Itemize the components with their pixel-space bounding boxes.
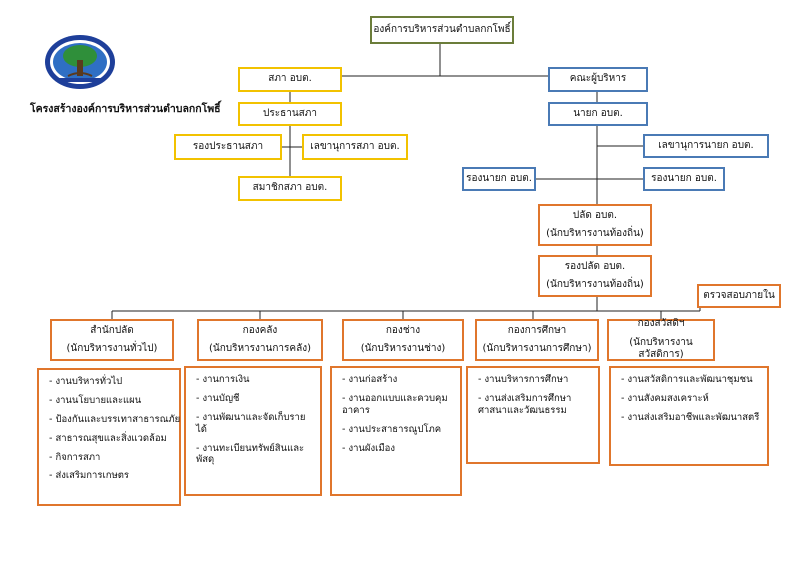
mayor-box: นายก อบต. <box>548 102 648 126</box>
department-subtitle: (นักบริหารงานการคลัง) <box>208 343 312 354</box>
list-item: - งานบริหารทั่วไป <box>49 376 123 387</box>
deputy-mayor-right-box: รองนายก อบต. <box>643 167 725 191</box>
mayor-secretary-box: เลขานุการนายก อบต. <box>643 134 769 158</box>
task-list-office: - งานบริหารทั่วไป - งานนโยบายและแผน - ป้… <box>37 368 181 506</box>
council-chair-box: ประธานสภา <box>238 102 342 126</box>
department-box-welfare: กองสวัสดิฯ (นักบริหารงานสวัสดิการ) <box>607 318 715 361</box>
list-item: - งานพัฒนาและจัดเก็บรายได้ <box>196 411 306 435</box>
department-name: กองช่าง <box>385 324 421 336</box>
list-item: - งานออกแบบและควบคุมอาคาร <box>342 392 448 416</box>
deputy-clerk-subtitle: (นักบริหารงานท้องถิ่น) <box>546 279 644 290</box>
task-list-education: - งานบริหารการศึกษา - งานส่งเสริมการศึกษ… <box>466 366 600 464</box>
executive-box: คณะผู้บริหาร <box>548 67 648 92</box>
council-secretary-label: เลขานุการสภา อบต. <box>310 140 400 152</box>
council-secretary-box: เลขานุการสภา อบต. <box>302 134 408 160</box>
department-subtitle: (นักบริหารงานสวัสดิการ) <box>629 336 693 361</box>
council-members-box: สมาชิกสภา อบต. <box>238 176 342 201</box>
list-item: - งานผังเมือง <box>342 442 395 454</box>
list-item: - งานนโยบายและแผน <box>49 394 142 406</box>
tree-seal-icon <box>45 35 115 89</box>
department-name: กองการศึกษา <box>507 324 567 336</box>
task-list-welfare: - งานสวัสดิการและพัฒนาชุมชน - งานสังคมสง… <box>609 366 769 466</box>
department-box-office: สำนักปลัด (นักบริหารงานทั่วไป) <box>50 319 174 361</box>
list-item: - งานประสาธารณูปโภค <box>342 423 442 435</box>
internal-audit-label: ตรวจสอบภายใน <box>703 289 775 301</box>
list-item: - งานทะเบียนทรัพย์สินและพัสดุ <box>196 442 305 466</box>
list-item: - งานบัญชี <box>196 392 240 404</box>
deputy-clerk-box: รองปลัด อบต. (นักบริหารงานท้องถิ่น) <box>538 255 652 297</box>
department-name: กองคลัง <box>242 324 278 336</box>
mayor-label: นายก อบต. <box>573 107 623 119</box>
list-item: - งานสวัสดิการและพัฒนาชุมชน <box>621 374 753 385</box>
council-label: สภา อบต. <box>268 73 312 85</box>
task-list-finance: - งานการเงิน - งานบัญชี - งานพัฒนาและจัด… <box>184 366 322 496</box>
department-subtitle: (นักบริหารงานช่าง) <box>360 343 446 354</box>
mayor-secretary-label: เลขานุการนายก อบต. <box>658 139 754 151</box>
deputy-mayor-left-label: รองนายก อบต. <box>466 172 532 184</box>
list-item: - งานส่งเสริมอาชีพและพัฒนาสตรี <box>621 411 760 423</box>
list-item: - ส่งเสริมการเกษตร <box>49 470 130 482</box>
department-subtitle: (นักบริหารงานการศึกษา) <box>482 343 592 354</box>
council-chair-label: ประธานสภา <box>263 107 317 119</box>
council-box: สภา อบต. <box>238 67 342 92</box>
list-item: - งานบริหารการศึกษา <box>478 374 569 385</box>
council-vice-chair-label: รองประธานสภา <box>192 140 264 152</box>
clerk-subtitle: (นักบริหารงานท้องถิ่น) <box>546 228 644 239</box>
page-title: โครงสร้างองค์การบริหารส่วนตำบลกกโพธิ์ <box>30 103 221 115</box>
deputy-clerk-title: รองปลัด อบต. <box>564 260 626 272</box>
deputy-mayor-right-label: รองนายก อบต. <box>651 172 717 184</box>
list-item: - งานก่อสร้าง <box>342 374 398 385</box>
internal-audit-box: ตรวจสอบภายใน <box>697 284 781 308</box>
department-box-finance: กองคลัง (นักบริหารงานการคลัง) <box>197 319 323 361</box>
department-subtitle: (นักบริหารงานทั่วไป) <box>66 343 158 354</box>
list-item: - สาธารณสุขและสิ่งแวดล้อม <box>49 432 167 444</box>
list-item: - งานการเงิน <box>196 374 250 385</box>
list-item: - กิจการสภา <box>49 451 101 463</box>
list-item: - ป้องกันและบรรเทาสาธารณภัย <box>49 413 181 425</box>
organization-label: องค์การบริหารส่วนตำบลกกโพธิ์ <box>373 23 511 35</box>
department-box-education: กองการศึกษา (นักบริหารงานการศึกษา) <box>475 319 599 361</box>
organization-box: องค์การบริหารส่วนตำบลกกโพธิ์ <box>370 16 514 44</box>
department-name: กองสวัสดิฯ <box>637 318 685 330</box>
council-members-label: สมาชิกสภา อบต. <box>252 182 328 194</box>
deputy-mayor-left-box: รองนายก อบต. <box>462 167 536 191</box>
clerk-title: ปลัด อบต. <box>572 209 618 221</box>
executive-label: คณะผู้บริหาร <box>569 73 627 85</box>
list-item: - งานสังคมสงเคราะห์ <box>621 392 709 404</box>
task-list-engineering: - งานก่อสร้าง - งานออกแบบและควบคุมอาคาร … <box>330 366 462 496</box>
list-item: - งานส่งเสริมการศึกษา ศาสนาและวัฒนธรรม <box>478 392 572 416</box>
council-vice-chair-box: รองประธานสภา <box>174 134 282 160</box>
department-box-engineering: กองช่าง (นักบริหารงานช่าง) <box>342 319 464 361</box>
department-name: สำนักปลัด <box>90 324 134 336</box>
clerk-box: ปลัด อบต. (นักบริหารงานท้องถิ่น) <box>538 204 652 246</box>
